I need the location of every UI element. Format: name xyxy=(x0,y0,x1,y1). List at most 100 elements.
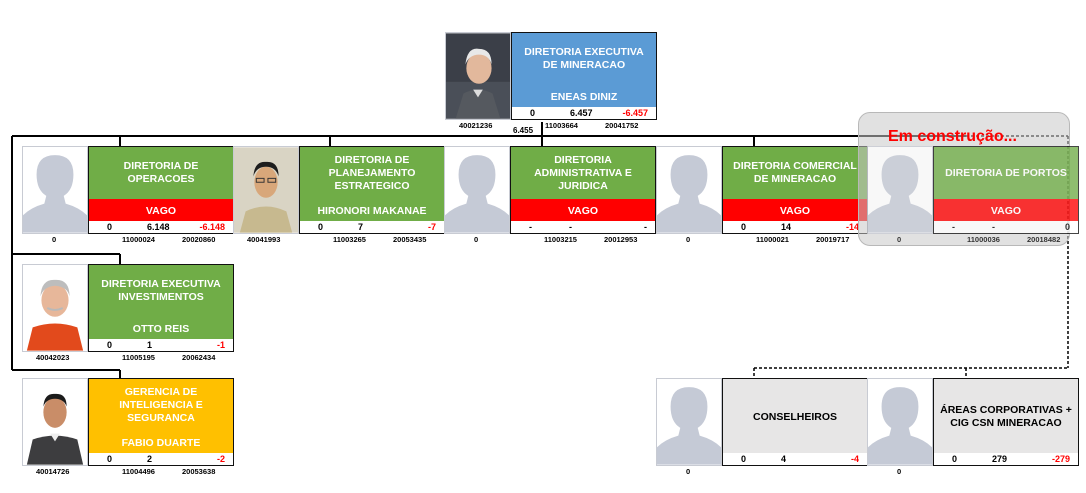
node-holder-name: VAGO xyxy=(934,199,1078,223)
code-unit: 11000021 xyxy=(756,235,789,244)
node-holder-name: FABIO DUARTE xyxy=(121,437,201,449)
node-card: ÁREAS CORPORATIVAS + CIG CSN MINERACAO 0… xyxy=(933,378,1079,466)
node-title: DIRETORIA DE PLANEJAMENTO ESTRATEGICO xyxy=(328,153,416,192)
node-diretoria-executiva-investimentos[interactable]: DIRETORIA EXECUTIVA INVESTIMENTOS OTTO R… xyxy=(22,264,234,364)
stat-3: - xyxy=(644,222,647,232)
code-employee: 0 xyxy=(52,235,57,244)
node-holder-name: HIRONORI MAKANAE xyxy=(317,205,427,217)
node-diretoria-administrativa-juridica[interactable]: DIRETORIA ADMINISTRATIVA E JURIDICA VAGO… xyxy=(444,146,656,246)
stat-3: -6.457 xyxy=(622,108,648,118)
total-count: 6.455 xyxy=(513,126,534,135)
person-silhouette-icon xyxy=(656,378,722,466)
node-stats: - - 0 xyxy=(934,221,1078,233)
node-holder-name: VAGO xyxy=(511,199,655,223)
node-stats: 0 1 -1 xyxy=(89,339,233,351)
node-codes: 40014726 11004496 20053638 xyxy=(22,467,234,477)
stat-1: 0 xyxy=(530,108,536,118)
stat-3: -279 xyxy=(1051,454,1070,464)
code-unit: 11000024 xyxy=(122,235,155,244)
stat-1: 0 xyxy=(107,222,113,232)
node-gerencia-inteligencia-seguranca[interactable]: GERENCIA DE INTELIGENCIA E SEGURANCA FAB… xyxy=(22,378,234,478)
avatar xyxy=(445,32,511,120)
stat-3: -7 xyxy=(427,222,436,232)
node-stats: 0 4 -4 xyxy=(723,453,867,465)
node-card: DIRETORIA ADMINISTRATIVA E JURIDICA VAGO… xyxy=(510,146,656,234)
node-diretoria-planejamento-estrategico[interactable]: DIRETORIA DE PLANEJAMENTO ESTRATEGICO HI… xyxy=(233,146,445,246)
stat-1: - xyxy=(529,222,532,232)
avatar xyxy=(22,378,88,466)
code-position: 20053435 xyxy=(393,235,427,244)
node-card: DIRETORIA COMERCIAL DE MINERACAO VAGO 0 … xyxy=(722,146,868,234)
avatar xyxy=(233,146,299,234)
code-employee: 40042023 xyxy=(36,353,70,362)
stat-3: -6.148 xyxy=(199,222,225,232)
node-card: DIRETORIA EXECUTIVA INVESTIMENTOS OTTO R… xyxy=(88,264,234,352)
stat-2: 6.457 xyxy=(570,108,593,118)
node-codes: 40041993 11003265 20053435 xyxy=(233,235,445,245)
node-codes: 40042023 11005195 20062434 xyxy=(22,353,234,363)
code-unit: 11005195 xyxy=(122,353,155,362)
node-codes: 0 11000036 20018482 xyxy=(867,235,1079,245)
node-title: ÁREAS CORPORATIVAS + CIG CSN MINERACAO xyxy=(940,404,1072,429)
code-employee: 40014726 xyxy=(36,467,70,476)
code-position: 20053638 xyxy=(182,467,216,476)
code-position: 20019717 xyxy=(816,235,850,244)
stat-1: 0 xyxy=(318,222,324,232)
node-title: DIRETORIA ADMINISTRATIVA E JURIDICA xyxy=(534,153,632,192)
code-unit: 11003265 xyxy=(333,235,366,244)
node-holder-name: OTTO REIS xyxy=(132,323,190,335)
code-employee: 0 xyxy=(686,235,691,244)
stat-2: 2 xyxy=(147,454,153,464)
stat-3: 0 xyxy=(1064,222,1070,232)
under-construction-label: Em construção... xyxy=(888,128,1017,145)
code-employee: 40021236 xyxy=(459,121,493,130)
node-holder-name: ENEAS DINIZ xyxy=(550,91,618,103)
stat-1: 0 xyxy=(952,454,958,464)
code-employee: 40041993 xyxy=(247,235,281,244)
node-conselheiros[interactable]: CONSELHEIROS 0 4 -4 0 xyxy=(656,378,868,478)
code-employee: 0 xyxy=(897,235,902,244)
person-silhouette-icon xyxy=(22,146,88,234)
code-unit: 11004496 xyxy=(122,467,155,476)
stat-1: 0 xyxy=(107,340,113,350)
node-diretoria-portos[interactable]: DIRETORIA DE PORTOS VAGO - - 0 0 1100003… xyxy=(867,146,1079,246)
stat-1: 0 xyxy=(741,454,747,464)
stat-1: 0 xyxy=(741,222,747,232)
person-silhouette-icon xyxy=(656,146,722,234)
stat-3: -14 xyxy=(845,222,859,232)
code-employee: 0 xyxy=(474,235,479,244)
node-stats: 0 14 -14 xyxy=(723,221,867,233)
node-areas-corporativas[interactable]: ÁREAS CORPORATIVAS + CIG CSN MINERACAO 0… xyxy=(867,378,1079,478)
node-diretoria-comercial-mineracao[interactable]: DIRETORIA COMERCIAL DE MINERACAO VAGO 0 … xyxy=(656,146,868,246)
stat-2: 6.148 xyxy=(147,222,170,232)
node-holder-name: VAGO xyxy=(89,199,233,223)
avatar xyxy=(22,264,88,352)
node-card: CONSELHEIROS 0 4 -4 xyxy=(722,378,868,466)
stat-2: 4 xyxy=(781,454,787,464)
stat-2: - xyxy=(992,222,995,232)
node-stats: 0 7 -7 xyxy=(300,221,444,233)
code-unit: 11000036 xyxy=(967,235,1000,244)
node-stats: 0 6.457 -6.457 xyxy=(512,107,656,119)
code-position: 20018482 xyxy=(1027,235,1061,244)
code-unit: 11003215 xyxy=(544,235,577,244)
node-codes: 0 xyxy=(867,467,1079,477)
stat-2: 1 xyxy=(147,340,153,350)
code-employee: 0 xyxy=(686,467,691,476)
node-card: DIRETORIA DE PORTOS VAGO - - 0 xyxy=(933,146,1079,234)
stat-3: -1 xyxy=(216,340,225,350)
person-silhouette-icon xyxy=(867,378,933,466)
node-codes: 0 11003215 20012953 xyxy=(444,235,656,245)
node-holder-name: VAGO xyxy=(723,199,867,223)
node-stats: 0 279 -279 xyxy=(934,453,1078,465)
node-title: DIRETORIA COMERCIAL DE MINERACAO xyxy=(733,160,857,185)
node-stats: - - - xyxy=(511,221,655,233)
node-diretoria-operacoes[interactable]: DIRETORIA DE OPERACOES VAGO 0 6.148 -6.1… xyxy=(22,146,234,246)
code-employee: 0 xyxy=(897,467,902,476)
node-codes: 0 11000021 20019717 xyxy=(656,235,868,245)
node-stats: 0 6.148 -6.148 xyxy=(89,221,233,233)
stat-1: 0 xyxy=(107,454,113,464)
node-diretoria-executiva-mineracao[interactable]: DIRETORIA EXECUTIVA DE MINERACAO ENEAS D… xyxy=(445,32,657,132)
person-silhouette-icon xyxy=(444,146,510,234)
code-position: 20041752 xyxy=(605,121,639,130)
